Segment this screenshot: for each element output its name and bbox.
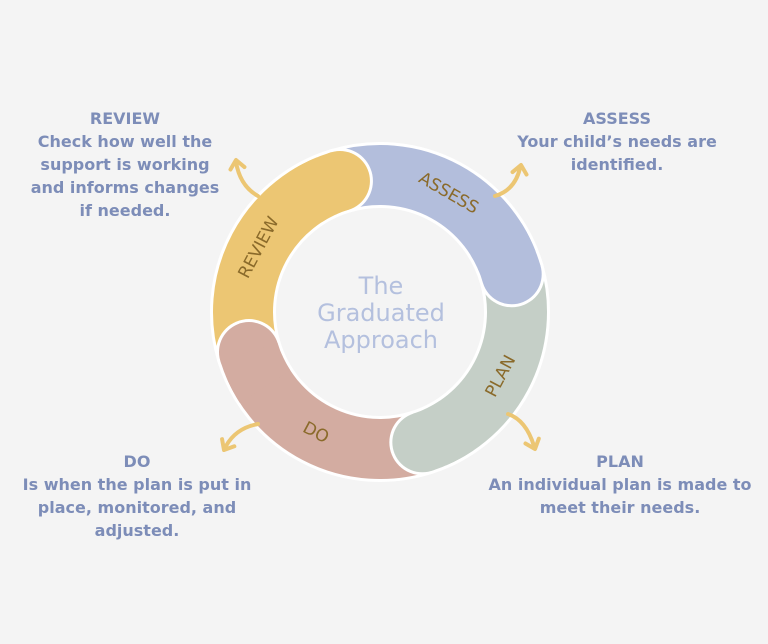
assess-arrowhead-icon [510,163,529,177]
plan-arrow [506,412,536,448]
assess-arrow [493,166,522,198]
review-description-line: if needed. [79,201,171,220]
do-description-line: Is when the plan is put in [22,475,252,494]
review-description-title: REVIEW [89,109,161,128]
assess-description-line: identified. [570,155,664,174]
plan-description-title: PLAN [596,452,644,471]
center-title-line-2: Graduated [317,299,445,327]
review-arrow [234,160,260,198]
review-description-line: support is working [40,155,210,174]
plan-description-line: meet their needs. [539,498,701,517]
review-segment-end [289,152,350,223]
assess-description: ASSESS Your child’s needs are identified… [517,107,717,176]
do-description-title: DO [123,452,151,471]
do-arrowhead-icon [220,437,237,452]
plan-description: PLAN An individual plan is made to meet … [488,450,751,519]
review-description-line: Check how well the [37,132,213,151]
center-title-line-1: The [358,272,404,300]
do-description-line: place, monitored, and [37,498,237,517]
plan-arrowhead-icon [523,436,541,451]
do-segment-end [220,342,291,403]
assess-segment-end [470,223,541,284]
do-description: DO Is when the plan is put in place, mon… [23,450,252,542]
review-arrowhead-icon [228,158,247,172]
assess-description-title: ASSESS [583,109,651,128]
plan-segment-end [412,400,474,471]
plan-description-line: An individual plan is made to [488,475,752,494]
assess-description-line: Your child’s needs are [517,132,717,151]
do-description-line: adjusted. [94,521,180,540]
do-arrow [224,422,260,448]
center-title-line-3: Approach [324,326,438,354]
review-description-line: and informs changes [30,178,220,197]
review-description: REVIEW Check how well the support is wor… [31,107,220,222]
